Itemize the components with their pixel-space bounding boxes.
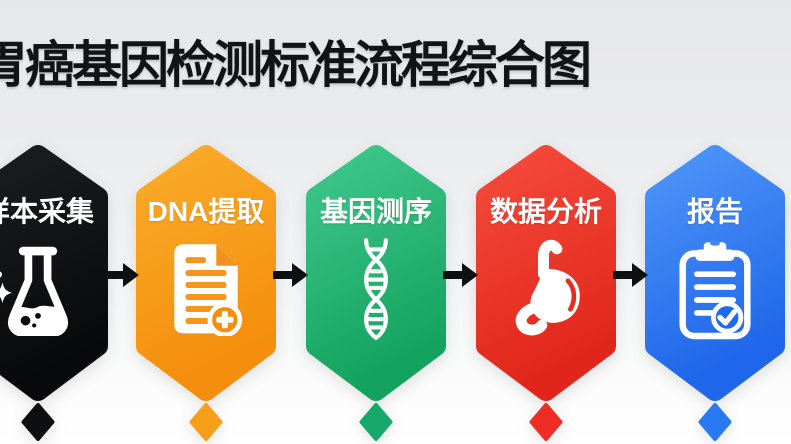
stage-data-analysis: 数据分析 xyxy=(471,140,621,444)
stomach-icon xyxy=(515,239,580,336)
flow-arrow xyxy=(613,263,648,287)
stage-diamond xyxy=(698,403,732,441)
flow-arrow xyxy=(104,263,139,287)
stage-label: 基因测序 xyxy=(319,196,432,227)
stage-label: 数据分析 xyxy=(489,196,602,227)
stage-gene-sequencing: 基因测序 xyxy=(301,140,451,444)
stage-report: 报告 xyxy=(640,140,790,444)
stage-label: DNA提取 xyxy=(147,196,265,227)
stage-diamond xyxy=(529,403,563,441)
clipboard-check-icon xyxy=(679,240,751,340)
stage-diamond xyxy=(21,403,55,441)
dna-helix-icon xyxy=(364,238,388,340)
stage-label: 样本采集 xyxy=(0,196,94,227)
page-title: 胃癌基因检测标准流程综合图 xyxy=(0,37,592,93)
flow-arrow xyxy=(443,263,478,287)
stage-diamond xyxy=(189,403,223,441)
document-add-icon xyxy=(174,244,243,336)
stage-dna-extraction: DNA提取 xyxy=(131,140,281,444)
stage-label: 报告 xyxy=(686,196,743,227)
stage-diamond xyxy=(359,403,393,441)
stage-sample-collection: 样本采集 xyxy=(0,140,113,444)
flask-icon xyxy=(0,246,68,336)
flow-arrow xyxy=(273,263,308,287)
